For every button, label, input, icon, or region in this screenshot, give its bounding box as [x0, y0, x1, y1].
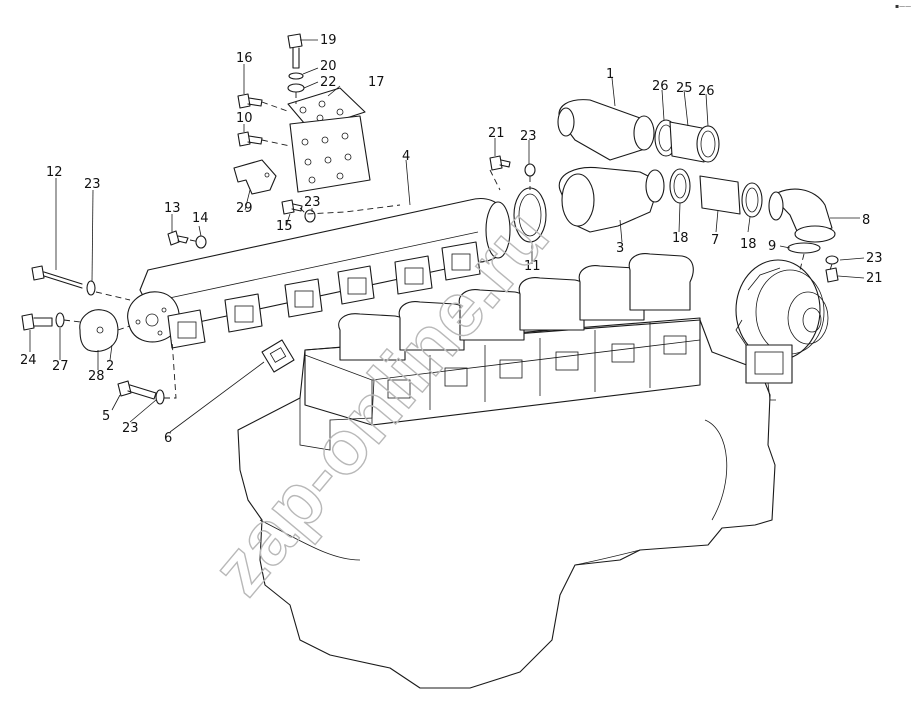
callout-23-left: 23: [84, 177, 101, 192]
washer-23-left: [86, 280, 96, 296]
hose-7: [699, 175, 741, 215]
washer-22: [287, 83, 305, 93]
callout-2: 2: [106, 359, 114, 374]
callout-8: 8: [862, 213, 870, 228]
elbow-8: [768, 188, 836, 243]
clip-29: [233, 159, 277, 195]
hose-clamp-26-right: [696, 125, 720, 163]
hose-25: [669, 121, 705, 163]
callout-23-right: 23: [866, 251, 883, 266]
callout-11: 11: [524, 259, 541, 274]
callout-24: 24: [20, 353, 37, 368]
callout-26-right: 26: [698, 84, 715, 99]
callout-10: 10: [236, 111, 253, 126]
nut-23-mid: [304, 209, 316, 223]
bolt-21-right: [825, 267, 839, 283]
callout-12: 12: [46, 165, 63, 180]
nut-14: [195, 235, 207, 249]
bolt-13: [167, 230, 189, 246]
callout-22: 22: [320, 75, 337, 90]
callout-6: 6: [164, 431, 172, 446]
washer-20: [288, 72, 304, 80]
callout-1: 1: [606, 67, 614, 82]
washer-27: [55, 312, 65, 328]
callout-29: 29: [236, 201, 253, 216]
washer-23-bottom: [155, 389, 165, 405]
callout-labels: 19 16 20 22 17 10 29 23 15 4 12 23 13 14…: [20, 33, 883, 446]
elbow-3: [558, 166, 665, 233]
callout-17: 17: [368, 75, 385, 90]
callout-9: 9: [768, 239, 776, 254]
intake-pipe-1: [557, 99, 655, 161]
bolt-19: [287, 33, 303, 69]
callout-5: 5: [102, 409, 110, 424]
bolt-10: [237, 131, 263, 147]
callout-13: 13: [164, 201, 181, 216]
end-cap-28: [79, 309, 119, 353]
callout-26-left: 26: [652, 79, 669, 94]
bolt-21-mid: [489, 155, 511, 171]
hose-clamp-18-right: [741, 182, 763, 218]
callout-15: 15: [276, 219, 293, 234]
turbocharger: [735, 259, 829, 401]
callout-14: 14: [192, 211, 209, 226]
callout-18-right: 18: [740, 237, 757, 252]
callout-27: 27: [52, 359, 69, 374]
exhaust-manifold: [127, 197, 511, 349]
bolt-5: [117, 380, 157, 400]
callout-23-mid: 23: [304, 195, 321, 210]
callout-21-mid: 21: [488, 126, 505, 141]
gasket-9: [787, 242, 821, 254]
hose-clamp-18-left: [669, 168, 691, 204]
callout-20: 20: [320, 59, 337, 74]
callout-16: 16: [236, 51, 253, 66]
callout-4: 4: [402, 149, 410, 164]
callout-3: 3: [616, 241, 624, 256]
engine-block: [237, 253, 776, 689]
callout-23-bottom: 23: [122, 421, 139, 436]
corner-mark: ▪——: [895, 3, 911, 10]
callout-7: 7: [711, 233, 719, 248]
bolt-16: [237, 93, 263, 109]
callout-19: 19: [320, 33, 337, 48]
bolt-12: [31, 265, 83, 289]
callout-21-right: 21: [866, 271, 883, 286]
bracket-17: [287, 87, 371, 193]
callout-18-left: 18: [672, 231, 689, 246]
gasket-6: [261, 339, 295, 373]
bolt-15: [281, 199, 303, 215]
callout-25: 25: [676, 81, 693, 96]
callout-23-upper: 23: [520, 129, 537, 144]
leader-lines: [29, 39, 865, 433]
callout-28: 28: [88, 369, 105, 384]
nut-23-upper: [524, 163, 536, 177]
assembly-lines: [63, 92, 833, 399]
bolt-24: [21, 313, 53, 331]
washer-23-right: [825, 255, 839, 265]
